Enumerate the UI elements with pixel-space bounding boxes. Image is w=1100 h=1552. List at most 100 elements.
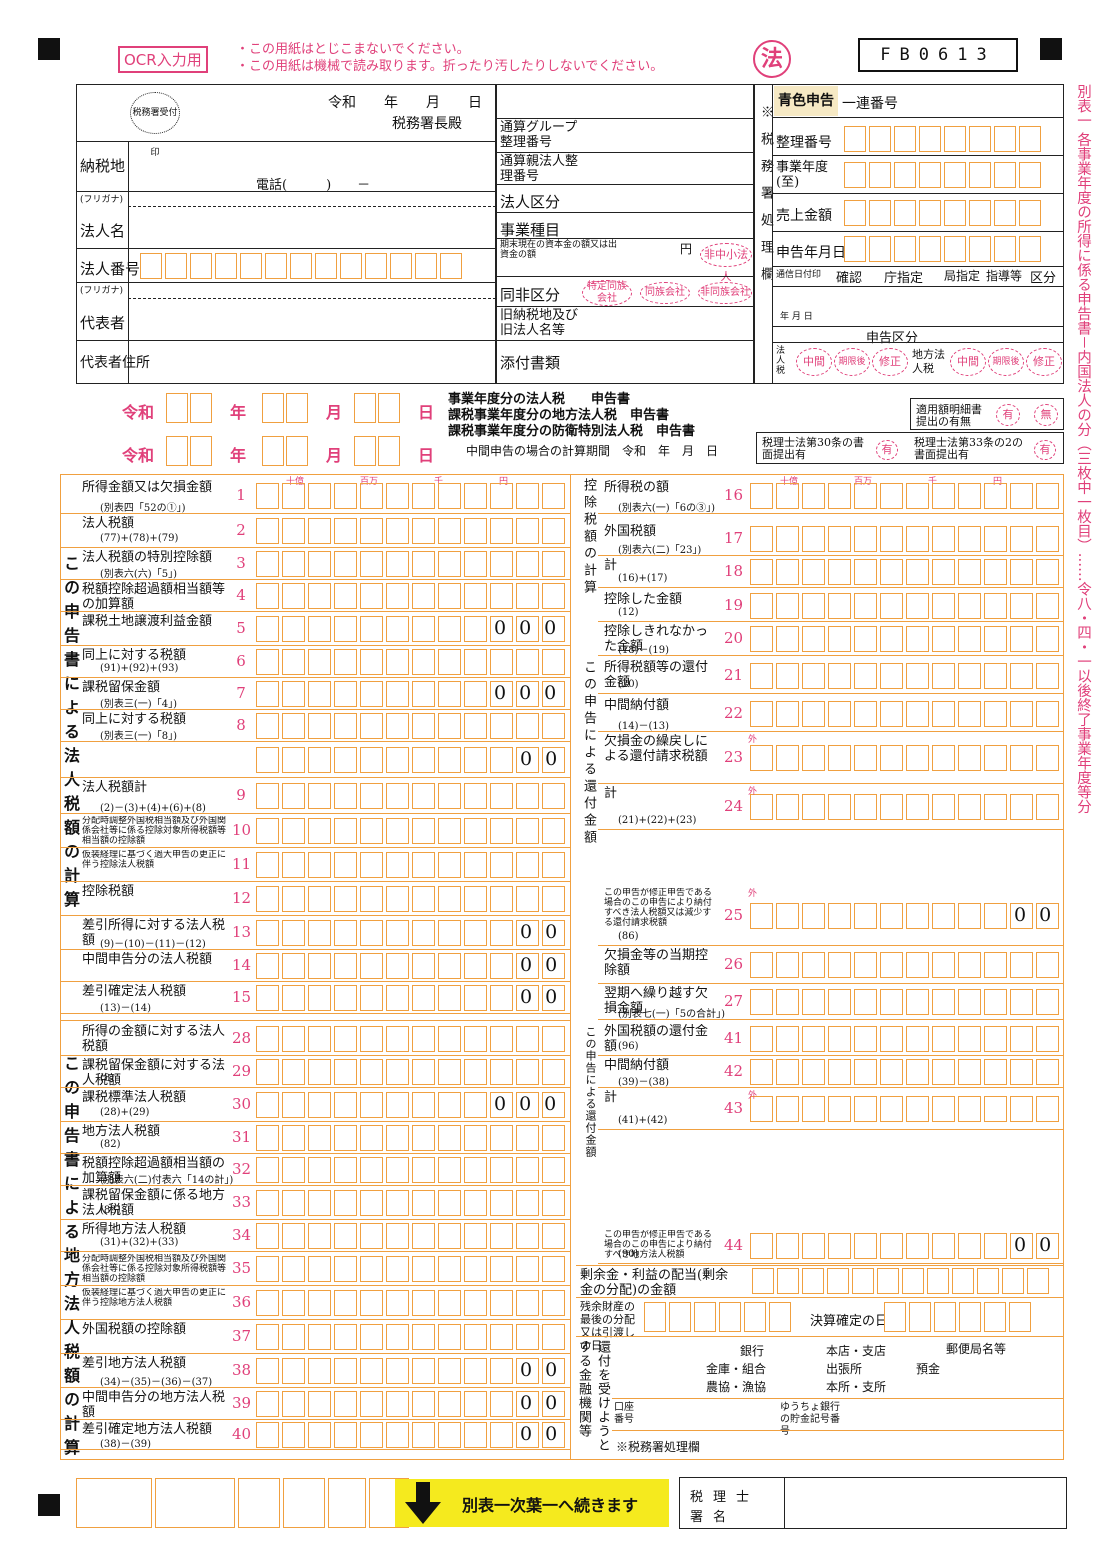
hi-1: 日 <box>418 403 435 422</box>
amount-cells[interactable] <box>750 989 1062 1015</box>
amount-cells[interactable] <box>256 886 568 912</box>
zeirishi-signature-box[interactable] <box>679 1477 1067 1529</box>
yuu-mark[interactable]: 有 <box>996 404 1020 426</box>
kigengo-mark-2[interactable]: 期限後 <box>988 348 1024 376</box>
amount-cells[interactable] <box>750 1096 1062 1122</box>
small-corp-mark[interactable]: 非中小法人 <box>700 243 752 283</box>
year-cell[interactable] <box>166 436 188 466</box>
month-cell[interactable] <box>262 393 284 423</box>
zeirishi30-mark[interactable]: 有 <box>876 440 898 460</box>
form-code: FB0613 <box>858 38 1018 72</box>
row-number: 6 <box>236 652 246 670</box>
month-cell[interactable] <box>286 393 308 423</box>
month-cell[interactable] <box>286 436 308 466</box>
amount-cells[interactable] <box>750 663 1062 689</box>
amount-cells[interactable] <box>256 583 568 609</box>
row-number: 25 <box>724 906 744 924</box>
zeirishi-box <box>756 432 1064 464</box>
amount-cells[interactable] <box>750 903 1062 929</box>
amount-cells[interactable] <box>256 1422 568 1448</box>
amount-cells[interactable] <box>256 1026 568 1052</box>
amount-cells[interactable] <box>750 626 1062 652</box>
row-label: 外国税額 <box>604 524 657 539</box>
tokutei-mark[interactable]: 特定同族会社 <box>582 280 632 306</box>
amount-cells[interactable] <box>750 794 1062 820</box>
period-line-1: 事業年度分の法人税 申告書 <box>448 392 631 407</box>
amount-cells[interactable] <box>256 551 568 577</box>
mu-mark[interactable]: 無 <box>1034 404 1058 426</box>
amount-cells[interactable] <box>256 1256 568 1282</box>
amount-cells[interactable] <box>256 1059 568 1085</box>
amount-cells[interactable] <box>750 745 1062 771</box>
amount-cells[interactable] <box>256 852 568 878</box>
amount-cells[interactable] <box>256 818 568 844</box>
amount-cells[interactable] <box>256 681 568 707</box>
amount-cells[interactable] <box>256 518 568 544</box>
kigengo-mark-1[interactable]: 期限後 <box>834 348 870 376</box>
sales-cells[interactable] <box>844 200 1044 226</box>
amount-cells[interactable] <box>256 649 568 675</box>
amount-cells[interactable] <box>256 1092 568 1118</box>
hidouzoku-mark[interactable]: 非同族会社 <box>698 282 752 304</box>
chuukan-mark-2[interactable]: 中間 <box>950 348 986 376</box>
douzoku-mark[interactable]: 同族会社 <box>640 282 690 304</box>
amount-cells[interactable] <box>750 1059 1062 1085</box>
kessan-cells[interactable] <box>884 1302 1034 1332</box>
amount-cells[interactable] <box>256 1125 568 1151</box>
shuusei-mark-2[interactable]: 修正 <box>1026 348 1062 376</box>
year-cell[interactable] <box>190 436 212 466</box>
corp-number-cells[interactable] <box>140 253 465 279</box>
amount-cells[interactable] <box>256 1391 568 1417</box>
left-row: 課税留保金額に係る地方法人税額(83)33 <box>60 1186 570 1220</box>
registration-mark-tr <box>1040 38 1062 60</box>
houjinzei-label: 法人税 <box>776 346 786 376</box>
left-row: 法人税額の特別控除額(別表六(六)「5」)3 <box>60 548 570 580</box>
amount-cells[interactable] <box>750 701 1062 727</box>
divider <box>76 141 496 142</box>
amount-cells[interactable] <box>256 920 568 946</box>
day-cell[interactable] <box>378 393 400 423</box>
amount-cells[interactable] <box>750 483 1062 509</box>
amount-cells[interactable] <box>750 1026 1062 1052</box>
year-cell[interactable] <box>166 393 188 423</box>
amount-cells[interactable] <box>256 747 568 773</box>
day-cell[interactable] <box>354 436 376 466</box>
amount-cells[interactable] <box>256 985 568 1011</box>
amount-cells[interactable] <box>256 1223 568 1249</box>
amount-cells[interactable] <box>256 1290 568 1316</box>
zeirishi33-mark[interactable]: 有 <box>1034 440 1056 460</box>
amount-cells[interactable] <box>750 593 1062 619</box>
amount-cells[interactable] <box>750 1233 1062 1259</box>
amount-cells[interactable] <box>256 1157 568 1183</box>
month-cell[interactable] <box>262 436 284 466</box>
chuukan-mark-1[interactable]: 中間 <box>796 348 832 376</box>
amount-cells[interactable] <box>750 526 1062 552</box>
fiscal-cells[interactable] <box>844 162 1044 188</box>
year-cell[interactable] <box>190 393 212 423</box>
shuusei-mark-1[interactable]: 修正 <box>872 348 908 376</box>
amount-cells[interactable] <box>750 952 1062 978</box>
seiri-cells[interactable] <box>844 126 1044 152</box>
amount-cells[interactable] <box>256 1358 568 1384</box>
amount-cells[interactable] <box>256 483 568 509</box>
amount-cells[interactable] <box>256 953 568 979</box>
amount-cells[interactable] <box>750 559 1062 585</box>
left-row: 地方法人税額(82)31 <box>60 1122 570 1154</box>
surplus-cells[interactable] <box>752 1268 1052 1294</box>
top-left-block <box>76 84 496 384</box>
row-label: 同上に対する税額 <box>82 712 187 727</box>
zanyo-cells[interactable] <box>644 1302 794 1332</box>
filing-date-cells[interactable] <box>844 236 1044 262</box>
amount-cells[interactable] <box>256 713 568 739</box>
day-cell[interactable] <box>378 436 400 466</box>
amount-cells[interactable] <box>256 616 568 642</box>
amount-cells[interactable] <box>256 783 568 809</box>
amount-cells[interactable] <box>256 1190 568 1216</box>
row-number: 33 <box>232 1193 252 1211</box>
amount-cells[interactable] <box>256 1324 568 1350</box>
day-cell[interactable] <box>354 393 376 423</box>
